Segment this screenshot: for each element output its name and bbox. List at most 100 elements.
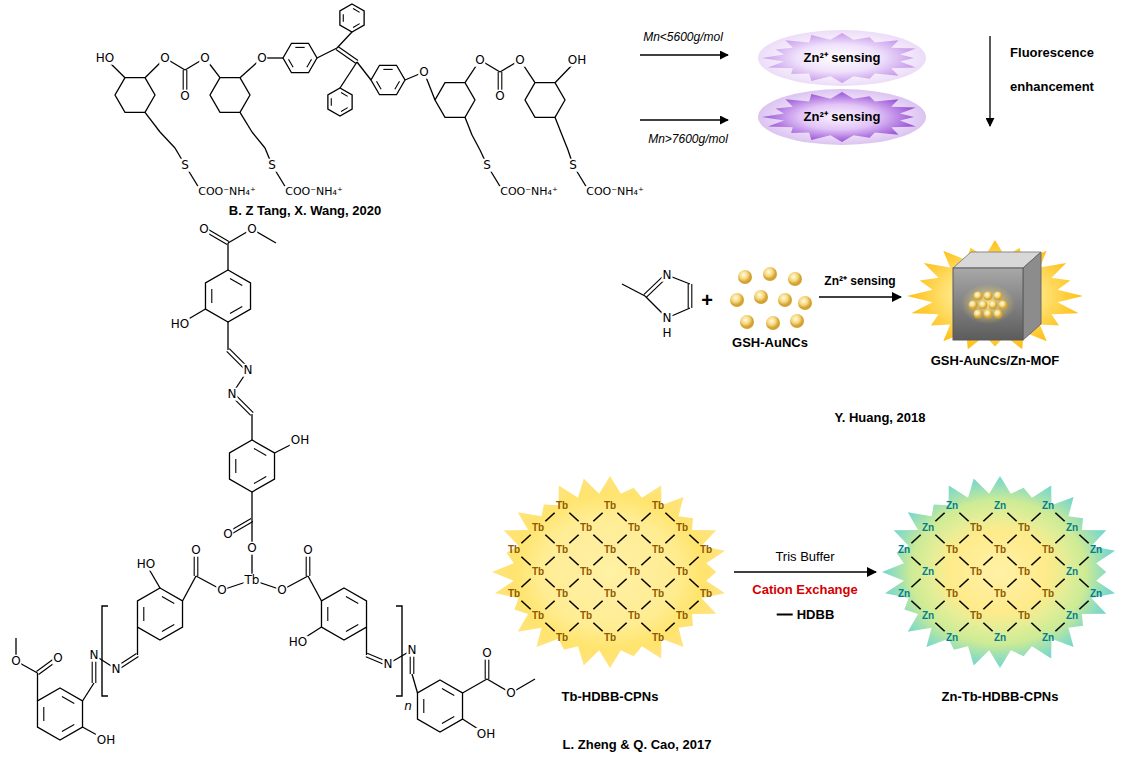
aromatic-bond — [383, 69, 392, 70]
legend-line-sample — [777, 613, 793, 615]
lattice-ion-label: Tb — [604, 589, 616, 599]
lattice-ion-label: Tb — [700, 589, 712, 599]
atom-label: O — [302, 544, 313, 557]
lattice-ion-label: Zn — [1066, 611, 1078, 621]
atom-label: O — [494, 90, 505, 103]
single-bond — [472, 135, 480, 150]
gold-nanocluster — [778, 293, 792, 307]
atom-label: N — [89, 649, 100, 662]
atom-label: N — [243, 364, 254, 377]
ligand-link — [617, 513, 626, 521]
lattice-ion-label: Tb — [1018, 523, 1030, 533]
node-shape — [905, 238, 1085, 353]
double-bond — [338, 47, 358, 61]
repeat-subscript: n — [403, 700, 413, 713]
single-bond — [183, 576, 197, 601]
gold-nanocluster — [999, 301, 1008, 310]
lattice-ion-label: Tb — [604, 633, 616, 643]
starburst — [882, 476, 1115, 668]
single-bond — [340, 62, 357, 88]
ligand-link — [593, 513, 602, 521]
atom-label: OH — [96, 734, 116, 747]
ligand-link — [569, 535, 578, 543]
lattice-ion-label: Tb — [994, 589, 1006, 599]
single-bond — [37, 673, 38, 701]
ligand-link — [1031, 535, 1040, 543]
single-bond — [337, 32, 352, 48]
aromatic-bond — [376, 81, 381, 89]
single-bond — [145, 112, 160, 132]
gold-nanocluster — [969, 301, 978, 310]
atom-label: N — [227, 388, 238, 401]
gold-nanocluster — [790, 314, 804, 328]
ligand-link — [1055, 557, 1064, 565]
ring-bond — [328, 88, 352, 116]
lattice-ion-label: Zn — [898, 545, 910, 555]
gold-nanocluster — [763, 267, 777, 281]
lattice-ion-label: Tb — [508, 589, 520, 599]
gold-nanocluster — [984, 310, 993, 319]
lattice-ion-label: Zn — [946, 501, 958, 511]
gold-nanocluster — [754, 290, 768, 304]
ligand-link — [545, 579, 554, 587]
polymer-bracket — [396, 606, 402, 696]
lattice-ion-label: Tb — [676, 567, 688, 577]
lattice-ion-label: Tb — [580, 567, 592, 577]
lattice-ion-label: Tb — [556, 501, 568, 511]
lattice-ion-label: Zn — [1042, 633, 1054, 643]
ligand-link — [1079, 601, 1088, 609]
aromatic-bond — [353, 9, 360, 13]
polymer-bracket — [102, 606, 108, 696]
ligand-link — [521, 535, 530, 543]
lattice-ion-label: Tb — [970, 611, 982, 621]
aromatic-bond — [442, 716, 454, 723]
ring-bond — [205, 270, 250, 322]
lattice-ion-label: Tb — [1042, 545, 1054, 555]
core-glow — [540, 517, 680, 627]
atom-label: O — [256, 52, 267, 65]
lattice-ion-label: Tb — [676, 611, 688, 621]
aromatic-bond — [62, 724, 74, 731]
ligand-link — [1031, 513, 1040, 521]
ligand-link — [521, 601, 530, 609]
lattice-ion-label: Zn — [1066, 567, 1078, 577]
single-bond — [357, 62, 371, 80]
plus-sign: + — [701, 289, 713, 312]
atom-label: O — [276, 584, 287, 597]
lattice-ion-label: Zn — [994, 633, 1006, 643]
gold-nanocluster — [994, 310, 1003, 319]
edge-label: Tris Buffer — [775, 550, 834, 565]
ligand-link — [689, 579, 698, 587]
ligand-link — [545, 557, 554, 565]
aromatic-bond — [62, 696, 74, 703]
ligand-link — [521, 557, 530, 565]
burst-glow — [758, 30, 926, 86]
gold-nanocluster — [738, 270, 752, 284]
structure-drawing — [16, 4, 990, 740]
single-bond — [137, 627, 138, 655]
ligand-link — [689, 535, 698, 543]
ligand-link — [593, 623, 602, 631]
ring-bond — [435, 83, 475, 118]
lattice-ion-label: Tb — [508, 545, 520, 555]
ligand-link — [617, 535, 626, 543]
ring-bond — [321, 588, 366, 640]
ligand-link — [1031, 601, 1040, 609]
aromatic-bond — [295, 47, 304, 48]
ligand-link — [935, 579, 944, 587]
lattice-ion-label: Tb — [652, 589, 664, 599]
aromatic-bond — [331, 98, 332, 106]
ligand-link — [983, 623, 992, 631]
cube-front — [953, 268, 1023, 340]
gold-nanocluster — [984, 292, 993, 301]
ligand-link — [1079, 579, 1088, 587]
aromatic-bond — [235, 459, 236, 473]
atom-label: OH — [290, 434, 310, 447]
atom-label: O — [10, 655, 21, 668]
starburst — [492, 476, 725, 668]
ligand-link — [665, 535, 674, 543]
aromatic-bond — [423, 699, 424, 713]
ligand-link — [569, 513, 578, 521]
gold-nanocluster — [974, 310, 983, 319]
ring-bond — [137, 588, 182, 640]
